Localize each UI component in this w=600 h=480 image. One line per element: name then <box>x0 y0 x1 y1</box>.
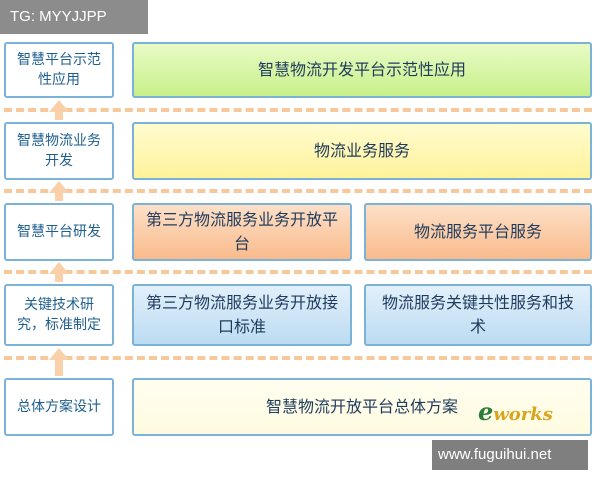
up-arrow-icon <box>49 262 69 274</box>
box-logistics-business-service: 物流业务服务 <box>132 122 592 180</box>
box-platform-service: 物流服务平台服务 <box>364 203 592 261</box>
divider <box>4 189 592 193</box>
box-demo-application: 智慧物流开发平台示范性应用 <box>132 42 592 98</box>
stage-label-demo: 智慧平台示范性应用 <box>4 42 114 98</box>
stage-label-business: 智慧物流业务开发 <box>4 122 114 180</box>
stage-label-rnd: 智慧平台研发 <box>4 203 114 261</box>
divider <box>4 270 592 274</box>
arrow-stem <box>55 360 63 376</box>
arrow-stem <box>55 112 63 120</box>
up-arrow-icon <box>49 100 69 112</box>
box-interface-standard: 第三方物流服务业务开放接口标准 <box>132 284 352 346</box>
divider <box>4 108 592 112</box>
divider <box>4 356 592 360</box>
box-open-platform: 第三方物流服务业务开放平台 <box>132 203 352 261</box>
box-key-common-service: 物流服务关键共性服务和技术 <box>364 284 592 346</box>
up-arrow-icon <box>49 181 69 193</box>
arrow-stem <box>55 274 63 282</box>
up-arrow-icon <box>49 348 69 360</box>
channel-tag: TG: MYYJJPP <box>0 0 148 34</box>
arrow-stem <box>55 193 63 201</box>
box-overall-plan: 智慧物流开放平台总体方案 <box>132 378 592 436</box>
stage-label-research: 关键技术研究，标准制定 <box>4 284 114 346</box>
watermark: www.fuguihui.net <box>432 440 588 470</box>
eworks-logo: eworks <box>478 397 553 426</box>
stage-label-design: 总体方案设计 <box>4 378 114 436</box>
